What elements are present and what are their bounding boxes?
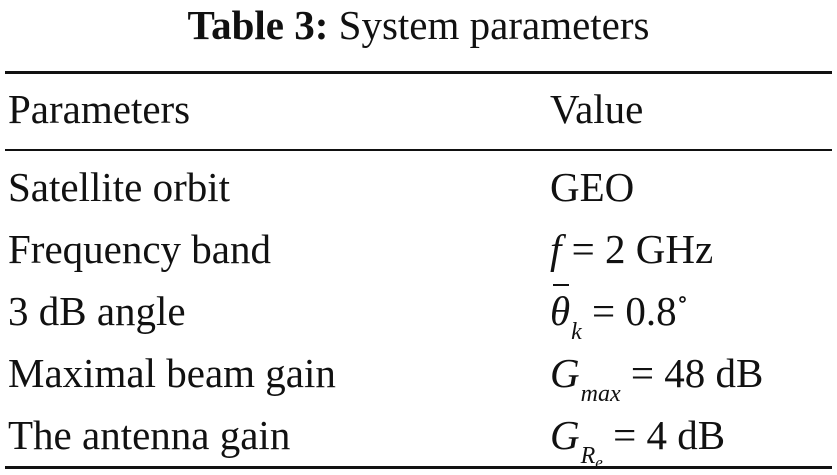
gain-subscript: max: [580, 381, 621, 407]
value-frequency-band: f = 2 GHz: [550, 218, 713, 280]
gain-relation: = 48 dB: [620, 350, 764, 396]
value-antenna-gain: GRe = 4 dB: [550, 404, 725, 475]
antenna-gain-relation: = 4 dB: [602, 412, 726, 458]
table-header-row: Parameters Value: [0, 78, 837, 140]
frequency-relation: = 2 GHz: [561, 226, 714, 272]
header-parameters: Parameters: [8, 86, 191, 132]
angle-relation: = 0.8: [581, 288, 677, 334]
table-caption-label: Table 3:: [187, 2, 329, 48]
antenna-gain-symbol: G: [550, 412, 580, 458]
antenna-subscript-e: e: [595, 453, 603, 472]
param-frequency-band: Frequency band: [8, 226, 271, 272]
degree-symbol: ∘: [676, 287, 689, 313]
table-row: Frequency band f = 2 GHz: [0, 218, 837, 280]
param-3db-angle: 3 dB angle: [8, 288, 186, 334]
table-bottom-rule: [5, 466, 832, 469]
table-row: Maximal beam gain Gmax = 48 dB: [0, 342, 837, 407]
value-3db-angle: θk = 0.8∘: [550, 280, 688, 349]
table-caption-title: System parameters: [338, 2, 650, 48]
theta-symbol: θ: [550, 288, 571, 334]
theta-subscript: k: [571, 319, 582, 345]
param-maximal-beam-gain: Maximal beam gain: [8, 350, 336, 396]
value-maximal-beam-gain: Gmax = 48 dB: [550, 342, 763, 411]
antenna-gain-subscript: Re: [580, 443, 603, 472]
gain-symbol: G: [550, 350, 580, 396]
theta-bar-symbol: θ: [550, 280, 570, 342]
frequency-symbol: f: [550, 226, 562, 272]
table-header-rule: [5, 149, 832, 151]
antenna-subscript-r: R: [580, 443, 596, 469]
value-satellite-orbit: GEO: [550, 164, 635, 210]
header-value: Value: [550, 86, 644, 132]
param-satellite-orbit: Satellite orbit: [8, 164, 231, 210]
table-row: 3 dB angle θk = 0.8∘: [0, 280, 837, 345]
table-row: The antenna gain GRe = 4 dB: [0, 404, 837, 472]
table-caption: Table 3: System parameters: [0, 2, 837, 48]
table-top-rule: [5, 71, 832, 74]
param-antenna-gain: The antenna gain: [8, 412, 291, 458]
table-row: Satellite orbit GEO: [0, 156, 837, 218]
